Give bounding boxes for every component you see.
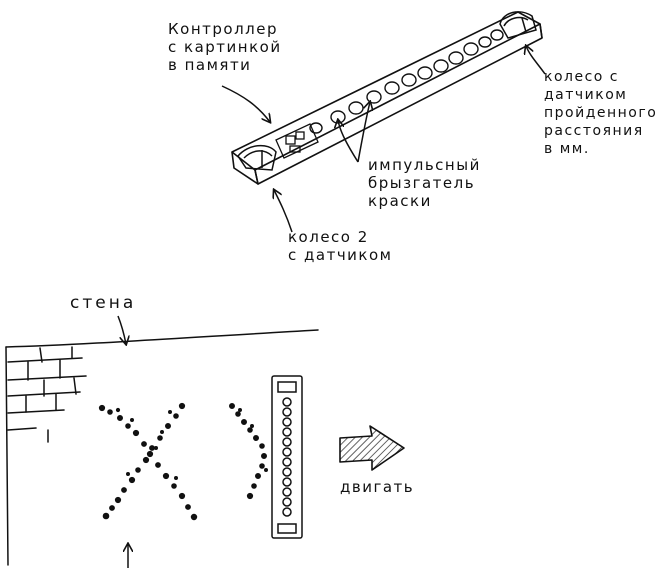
sprayer-arrow-2 xyxy=(357,102,370,163)
wall-label: стена xyxy=(70,293,137,313)
controller-arrow xyxy=(221,85,270,122)
wheel1-label: колесо с датчиком пройденного расстояния… xyxy=(544,69,658,157)
wheel2-label: колесо 2 с датчиком xyxy=(288,228,393,264)
wall xyxy=(5,329,319,566)
painted-paren xyxy=(229,403,268,500)
move-arrow xyxy=(339,425,405,471)
painted-x xyxy=(98,402,198,521)
sprayer-label: импульсный брызгатель краски xyxy=(368,156,481,210)
wheel1-arrow xyxy=(526,46,546,75)
wheel2-arrow xyxy=(274,190,293,233)
annotation-arrows xyxy=(221,46,546,233)
device-on-wall xyxy=(271,375,303,539)
sprayer-arrow-1 xyxy=(338,120,359,163)
wall-arrow xyxy=(117,315,126,344)
wheel-2 xyxy=(237,144,277,171)
move-label: двигать xyxy=(340,478,415,496)
controller-label: Контроллер с картинкой в памяти xyxy=(168,20,282,74)
controller-chip xyxy=(275,123,319,159)
nozzle-row xyxy=(309,29,504,134)
wheel-1 xyxy=(499,11,537,39)
device-bar xyxy=(231,11,543,185)
